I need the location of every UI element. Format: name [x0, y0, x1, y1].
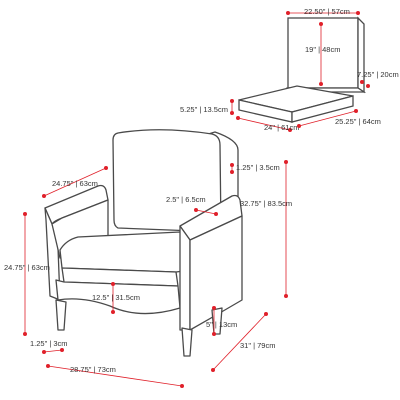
right-arm-top	[179, 194, 243, 241]
right-arm-front	[179, 225, 191, 331]
back-cushion-width-label: 22.50" | 57cm	[304, 7, 350, 16]
overall-width-label: 28.75" | 73cm	[70, 365, 116, 374]
seat-cushion-depth-label: 25.25" | 64cm	[335, 117, 381, 126]
back-cushion-depth-dim: 7.25" | 20cm	[357, 70, 399, 88]
leg-width-label: 1.25" | 3cm	[30, 339, 68, 348]
back-cushion	[285, 16, 367, 94]
back-cushion-width-dim: 22.50" | 57cm	[286, 7, 360, 16]
seat-cushion-thickness-label: 5.25" | 13.5cm	[180, 105, 228, 114]
chair-back-cushion	[112, 129, 222, 233]
overall-height-dim: 32.75" | 83.5cm	[240, 160, 292, 298]
seat-height-dim: 12.5" | 31.5cm	[92, 282, 140, 314]
right-arm-side	[189, 215, 243, 331]
arm-depth-dim: 24.75" | 63cm	[42, 166, 108, 198]
arm-depth-label: 24.75" | 63cm	[52, 179, 98, 188]
leg-height-label: 5" | 13cm	[206, 320, 237, 329]
arm-width-dim: 2.5" | 6.5cm	[166, 195, 218, 216]
overall-height-label: 32.75" | 83.5cm	[240, 199, 292, 208]
back-thickness-label: 1.25" | 3.5cm	[236, 163, 280, 172]
seat-cushion-side	[291, 95, 354, 123]
back-cushion-face	[287, 17, 359, 89]
seat-cushion-width-dim: 24" | 61cm	[236, 116, 299, 132]
front-right-leg	[181, 327, 193, 357]
armchair	[44, 129, 243, 357]
seat-cushion-depth-dim: 25.25" | 64cm	[297, 109, 381, 128]
leg-height-dim: 5" | 13cm	[206, 306, 237, 336]
seat-height-label: 12.5" | 31.5cm	[92, 293, 140, 302]
overall-depth-dim: 31" | 79cm	[211, 312, 275, 372]
chair-front-rail	[55, 279, 181, 315]
overall-depth-label: 31" | 79cm	[240, 341, 275, 350]
arm-height-label: 24.75" | 63cm	[4, 263, 50, 272]
back-right-leg	[211, 307, 223, 335]
front-left-leg	[55, 299, 67, 331]
back-cushion-height-label: 19" | 48cm	[305, 45, 340, 54]
back-cushion-depth-label: 7.25" | 20cm	[357, 70, 399, 79]
back-thickness-dim: 1.25" | 3.5cm	[230, 163, 280, 174]
arm-width-label: 2.5" | 6.5cm	[166, 195, 206, 204]
seat-cushion-thickness-dim: 5.25" | 13.5cm	[180, 99, 234, 115]
arm-height-dim: 24.75" | 63cm	[4, 212, 50, 336]
leg-width-dim: 1.25" | 3cm	[30, 339, 68, 354]
back-cushion-height-dim: 19" | 48cm	[305, 22, 340, 86]
overall-width-dim: 28.75" | 73cm	[46, 364, 184, 388]
seat-cushion	[238, 85, 354, 123]
seat-cushion-width-label: 24" | 61cm	[264, 123, 299, 132]
